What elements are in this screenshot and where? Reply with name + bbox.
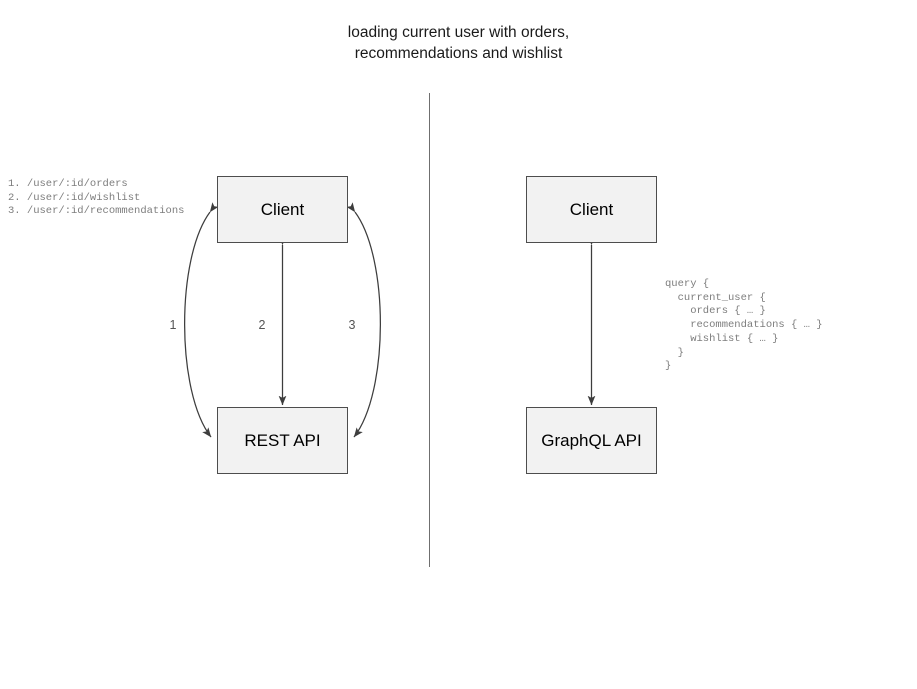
node-rest-api[interactable]: REST API xyxy=(217,407,348,474)
rest-endpoints-annotation: 1. /user/:id/orders 2. /user/:id/wishlis… xyxy=(8,178,185,218)
edge-label-1: 1 xyxy=(169,318,177,332)
node-graphql-api[interactable]: GraphQL API xyxy=(526,407,657,474)
node-client-rest[interactable]: Client xyxy=(217,176,348,243)
panel-divider xyxy=(429,93,430,567)
edge-label-2: 2 xyxy=(258,318,266,332)
node-client-graphql[interactable]: Client xyxy=(526,176,657,243)
edge-1-orders xyxy=(184,202,219,438)
edge-label-3: 3 xyxy=(348,318,356,332)
diagram-title: loading current user with orders, recomm… xyxy=(347,24,570,62)
graphql-query-annotation: query { current_user { orders { … } reco… xyxy=(665,278,823,373)
